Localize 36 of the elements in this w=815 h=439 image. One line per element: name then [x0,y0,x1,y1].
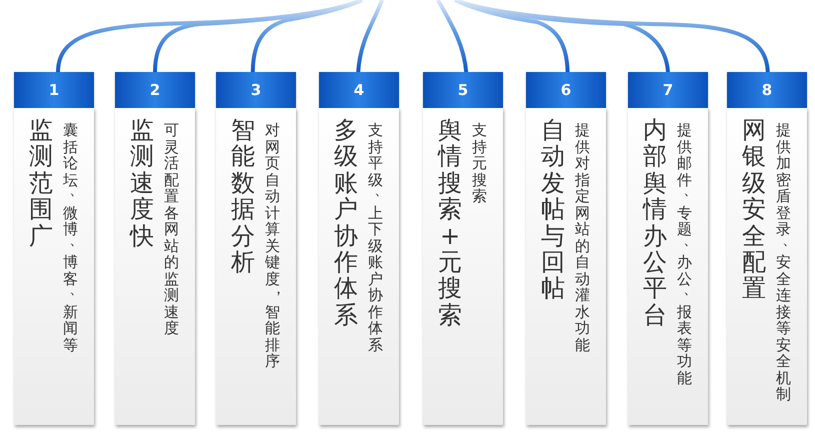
feature-card [115,108,195,425]
connector-line [250,0,363,72]
feature-card [423,108,503,425]
number-tab: 7 [628,72,708,108]
connector-line [454,0,570,72]
feature-title: 内部舆情办公平台 [643,117,667,328]
connector-line [436,0,468,72]
feature-description: 支持平级、上下级账户协作体系 [368,122,383,353]
feature-card [216,108,296,425]
feature-card [319,108,399,425]
number-tab: 3 [216,72,296,108]
feature-title: 多级账户协作体系 [334,117,358,328]
feature-card [727,108,807,425]
feature-card [14,108,94,425]
feature-description: 提供加密盾登录、安全连接等安全机制 [776,122,791,402]
feature-description: 可灵活配置各网站的监测速度 [164,122,179,336]
feature-title: 网银级安全配置 [742,117,766,302]
feature-title: 监测速度快 [130,117,154,249]
feature-title: 自动发帖与回帖 [541,117,565,302]
feature-card [628,108,708,425]
feature-title: 智能数据分析 [231,117,255,276]
number-tab: 4 [319,72,399,108]
connector-line [356,0,384,72]
feature-description: 对网页自动计算关键度，智能排序 [265,122,280,370]
number-tab: 5 [423,72,503,108]
feature-description: 囊括论坛、微博、博客、新闻等 [63,122,78,353]
feature-description: 提供对指定网站的自动灌水功能 [575,122,590,353]
feature-title: 监测范围广 [29,117,53,249]
feature-card [526,108,606,425]
number-tab: 6 [526,72,606,108]
number-tab: 1 [14,72,94,108]
number-tab: 8 [727,72,807,108]
number-tab: 2 [115,72,195,108]
feature-description: 支持元搜索 [472,122,487,204]
feature-title: 舆情搜索+元搜索 [438,117,462,328]
feature-description: 提供邮件、专题、办公、报表等功能 [677,122,692,386]
